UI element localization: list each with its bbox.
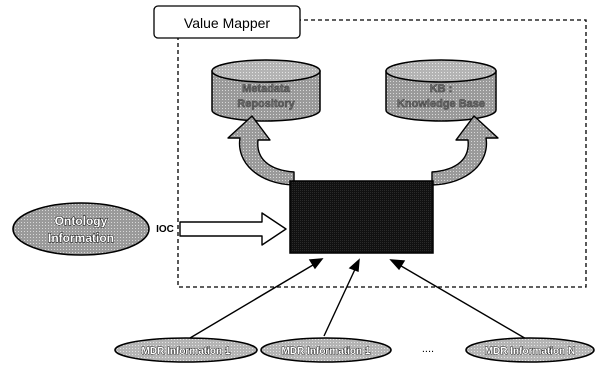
knowledge-base-label-line2: Knowledge Base xyxy=(397,98,485,110)
mdr-source-2-label: MDR Information 1 xyxy=(282,346,371,357)
knowledge-base-cylinder: KB : Knowledge Base xyxy=(385,59,497,122)
knowledge-base-label-line1: KB : xyxy=(430,83,453,95)
ontology-information-node: Ontology Information xyxy=(12,202,150,256)
mdr-source-2: MDR Information 1 xyxy=(260,337,392,363)
ontology-input-arrow xyxy=(179,212,287,246)
ontology-label-line1: Ontology xyxy=(55,214,108,228)
mdr-source-1-label: MDR Information 1 xyxy=(142,346,231,357)
repository-label-line2: Repository xyxy=(237,98,295,110)
ioc-connector-label: IOC xyxy=(156,224,174,235)
mdr-arrow-2-head xyxy=(348,258,360,272)
value-mapper-title-box: Value Mapper xyxy=(153,5,301,39)
curved-arrow-to-repository xyxy=(227,115,295,186)
mdr-arrow-3-head xyxy=(389,259,406,271)
mdr-ellipsis: .... xyxy=(422,343,434,355)
curved-arrow-to-knowledge-base xyxy=(431,115,499,186)
mdr-arrow-3 xyxy=(395,262,529,341)
repository-label-line1: Metadata xyxy=(242,83,291,95)
mdr-source-n: MDR Information N xyxy=(465,337,595,363)
ontology-label-line2: Information xyxy=(48,231,114,245)
mapping-processor-block xyxy=(289,180,434,254)
mdr-input-arrows xyxy=(189,258,529,341)
mdr-arrow-1 xyxy=(189,261,319,339)
value-mapper-boundary xyxy=(177,19,587,288)
value-mapper-title: Value Mapper xyxy=(184,15,270,31)
mdr-source-1: MDR Information 1 xyxy=(114,337,258,363)
mdr-arrow-2 xyxy=(323,264,358,337)
mdr-arrow-1-head xyxy=(308,258,324,270)
mdr-source-n-label: MDR Information N xyxy=(485,346,576,357)
metadata-repository-cylinder: Metadata Repository xyxy=(211,59,321,122)
